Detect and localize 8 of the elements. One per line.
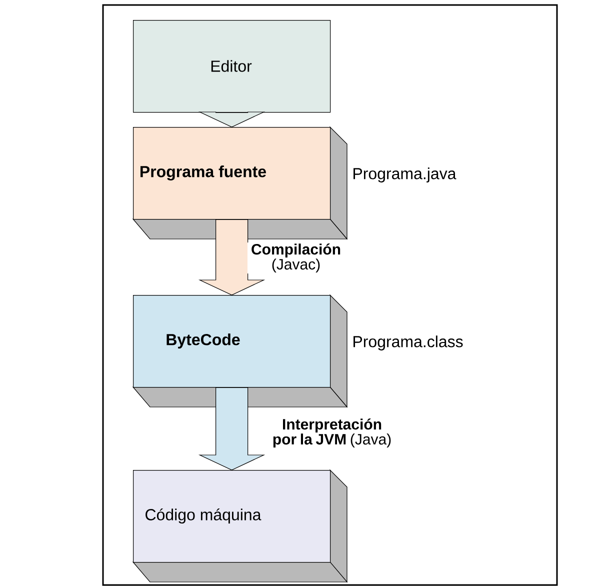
process-box: Editor <box>133 20 331 113</box>
file-name: Programa.java <box>354 168 456 182</box>
file-name: Programa.class <box>354 336 463 350</box>
block-arrow <box>198 219 266 296</box>
block-arrow <box>198 387 266 470</box>
edge-label: Compilación (Javac) <box>248 242 344 274</box>
edge-label: Interpretación por la JVM (Java) <box>266 417 398 449</box>
block-arrow <box>198 112 266 128</box>
